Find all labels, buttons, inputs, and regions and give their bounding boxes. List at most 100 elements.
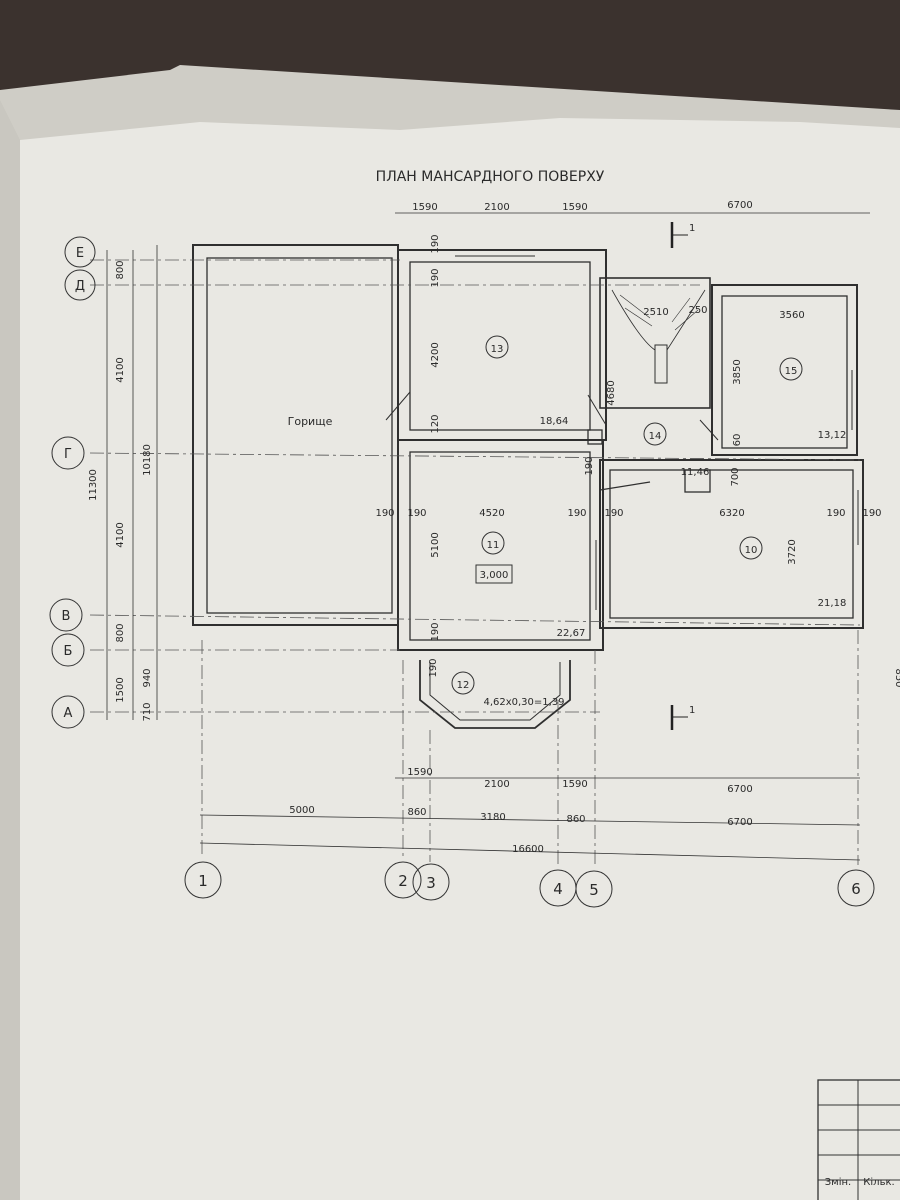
room-11-level: 3,000 <box>480 570 509 581</box>
axis-bubble-row <box>64 269 96 301</box>
room-11-number: 11 <box>487 540 500 551</box>
axis-bubble-col <box>384 861 422 899</box>
dim-bottom: 6700 <box>727 784 752 795</box>
title-block-frame <box>817 1079 900 1200</box>
room-13-inner <box>409 261 591 431</box>
axis-label-col: 1 <box>198 872 208 890</box>
axis-label-col: 6 <box>851 880 861 898</box>
dim-bottom: 5000 <box>289 805 314 816</box>
title-block-header: Змін. <box>825 1176 851 1188</box>
title-block-header: Кільк. <box>863 1176 894 1188</box>
dim-bottom: 6700 <box>727 817 752 828</box>
stair-box <box>599 277 711 409</box>
room-12-bay-inner <box>429 662 561 721</box>
room-12-area: 4,62х0,30=1,39 <box>483 697 564 708</box>
dim-r12-190: 190 <box>428 658 439 677</box>
axis-bubble-row <box>51 695 85 729</box>
room-13-area: 18,64 <box>540 416 569 427</box>
dim-r15-width: 3560 <box>779 310 804 321</box>
axis-bubble-col <box>184 861 222 899</box>
dimension-lines <box>106 212 870 861</box>
dim-top: 6700 <box>727 200 752 211</box>
room-15-outer <box>711 284 858 456</box>
dim-mid-row: 4520 <box>479 508 504 519</box>
room-13-number: 13 <box>491 344 504 355</box>
title-block: Змін. Кільк. <box>817 1079 900 1200</box>
dim-right-edge: 850 <box>893 668 900 687</box>
room-13-marker <box>485 335 509 359</box>
paper-main-sheet <box>20 118 900 1200</box>
dim-r15-height: 3850 <box>732 359 743 384</box>
dim-left: 1500 <box>115 677 126 702</box>
room-14-number: 14 <box>649 431 662 442</box>
stair-flight-1 <box>611 289 656 351</box>
room-10-outer <box>599 459 864 629</box>
room-12-marker <box>451 671 475 695</box>
room-13-door-swing <box>385 391 411 421</box>
section-label-bottom: 1 <box>689 705 695 716</box>
axis-label-row: А <box>64 706 73 721</box>
dim-top: 1590 <box>412 202 437 213</box>
axis-label-col: 3 <box>426 874 436 892</box>
dim-bottom: 1590 <box>407 767 432 778</box>
dim-left: 4100 <box>115 357 126 382</box>
room-11-inner <box>409 451 591 641</box>
axis-grid <box>89 259 861 865</box>
dim-mid-row: 6320 <box>719 508 744 519</box>
dim-top: 2100 <box>484 202 509 213</box>
dim-top: 1590 <box>562 202 587 213</box>
stair-step <box>674 309 699 331</box>
dim-left-inner: 940 <box>142 668 153 687</box>
room-11-level-box <box>475 564 513 584</box>
stair-core <box>654 344 668 384</box>
row-axis-bubbles: Е Д Г В Б А <box>49 236 96 729</box>
dim-bottom: 860 <box>407 807 426 818</box>
axis-label-row: В <box>62 609 71 624</box>
axis-label-col: 4 <box>553 880 563 898</box>
axis-label-row: Г <box>64 447 72 462</box>
dim-bottom: 860 <box>566 814 585 825</box>
dim-left-total: 11300 <box>88 469 99 501</box>
axis-label-row: Е <box>76 246 84 261</box>
axis-label-col: 2 <box>398 872 408 890</box>
room-14-marker <box>643 422 667 446</box>
stair-step <box>624 307 653 327</box>
column-block <box>587 429 603 445</box>
room-10-marker <box>739 536 763 560</box>
room-14-door-swing <box>587 394 607 426</box>
axis-bubble-row <box>51 436 85 470</box>
room-15-area: 13,12 <box>818 430 847 441</box>
room-15-marker <box>779 357 803 381</box>
axis-bubble-col <box>575 870 613 908</box>
dim-bottom-total: 16600 <box>512 844 544 855</box>
dim-r11-bottom: 190 <box>430 622 441 641</box>
room-11-marker <box>481 531 505 555</box>
dim-left: 800 <box>115 623 126 642</box>
room-14-partition <box>599 481 651 491</box>
room-11-area: 22,67 <box>557 628 586 639</box>
dim-mid-row: 190 <box>604 508 623 519</box>
axis-bubble-row <box>64 236 96 268</box>
room-15-number: 15 <box>785 366 798 377</box>
dim-bottom: 3180 <box>480 812 505 823</box>
dim-r15-60: 60 <box>732 434 743 447</box>
section-label-top: 1 <box>689 223 695 234</box>
dim-mid-row: 190 <box>826 508 845 519</box>
dim-left: 800 <box>115 260 126 279</box>
dim-r14-190: 190 <box>584 456 595 475</box>
axis-bubble-col <box>837 869 875 907</box>
dim-mid-row: 190 <box>407 508 426 519</box>
room-10-inner <box>609 469 854 619</box>
dim-mid-row: 190 <box>567 508 586 519</box>
stair-step <box>619 294 651 319</box>
axis-bubble-row <box>51 633 85 667</box>
dims-left: 800 4100 4100 800 1500 10180 940 710 113… <box>88 260 153 721</box>
room-15-inner <box>721 295 848 449</box>
dim-r14-700: 700 <box>730 467 741 486</box>
dim-stair-height: 4680 <box>606 380 617 405</box>
section-marks: 1 1 <box>670 222 695 730</box>
room-10-area: 21,18 <box>818 598 847 609</box>
dim-left: 4100 <box>115 522 126 547</box>
